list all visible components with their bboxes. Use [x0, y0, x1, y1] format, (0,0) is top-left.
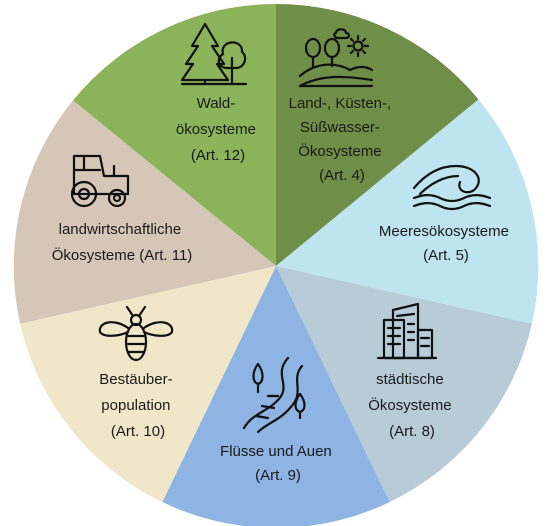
- segment-label-fluss: Flüsse und Auen (Art. 9): [220, 443, 336, 484]
- segment-label-bestaeuber: Bestäuber- population (Art. 10): [99, 371, 177, 440]
- segment-wedge-wald: [72, 4, 276, 266]
- segment-wedge-stadt: [276, 266, 532, 503]
- segment-wedge-bestaeuber: [20, 266, 276, 503]
- segment-wedge-land: [276, 3, 479, 266]
- segment-label-stadt: städtische Ökosysteme (Art. 8): [368, 371, 456, 440]
- segment-wedge-meer: [276, 99, 539, 324]
- segment-label-landwirtschaft: landwirtschaftliche Ökosysteme (Art. 11): [52, 221, 193, 264]
- segment-label-land: Land-, Küsten-, Süßwasser- Ökosysteme (A…: [289, 95, 396, 184]
- forest-icon: [180, 22, 248, 86]
- river-icon: [242, 356, 306, 434]
- wave-icon: [412, 164, 492, 211]
- city-buildings-icon: [376, 302, 438, 360]
- landscape-icon: [298, 28, 374, 88]
- bee-icon: [98, 305, 174, 362]
- segment-label-meer: Meeresökosysteme (Art. 5): [379, 223, 513, 264]
- tractor-icon: [70, 154, 130, 208]
- segment-label-wald: Wald- ökosysteme (Art. 12): [176, 95, 260, 164]
